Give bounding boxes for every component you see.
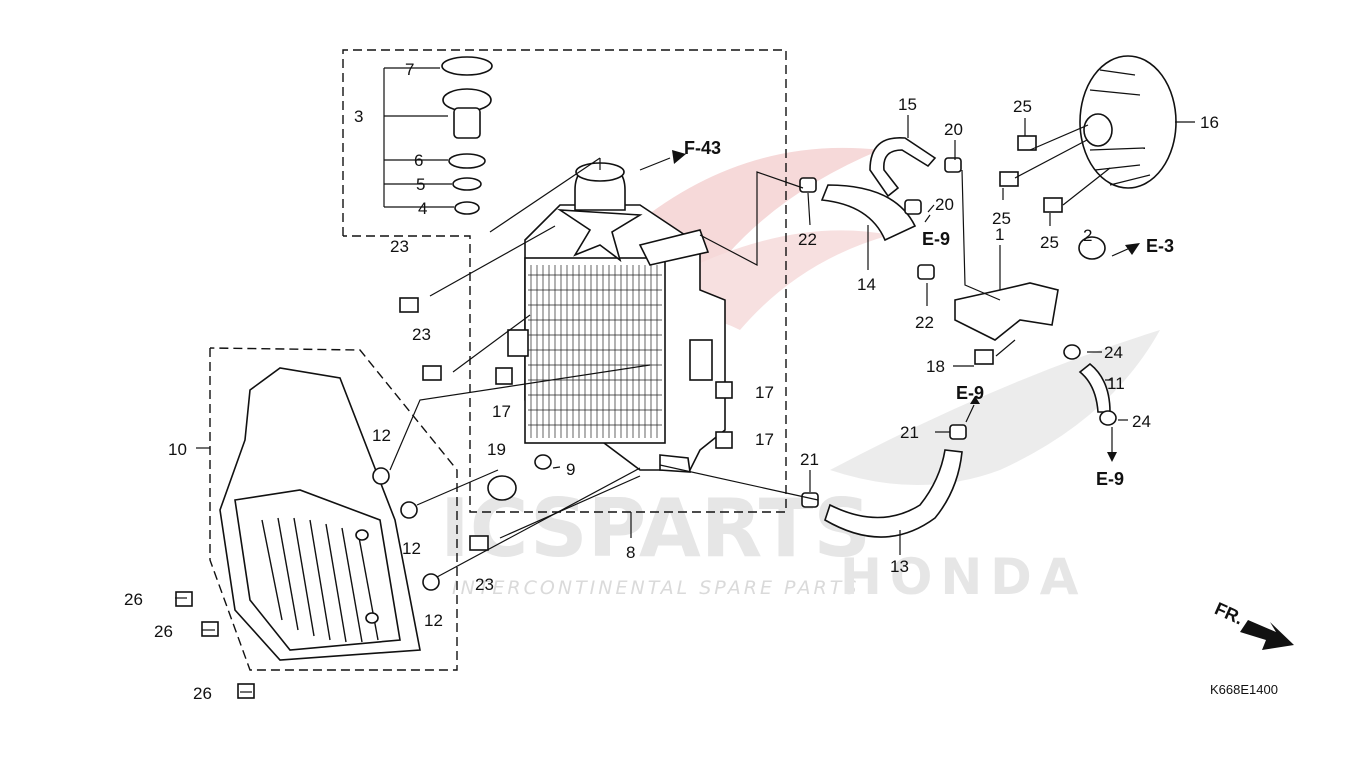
label-23-top: 23 [390, 237, 409, 256]
label-20-bottom: 20 [935, 195, 954, 214]
label-26-bottom: 26 [193, 684, 212, 703]
label-26-top: 26 [124, 590, 143, 609]
label-11: 11 [1107, 374, 1125, 393]
watermark-wing [830, 330, 1160, 485]
watermark-maker: HONDA [840, 548, 1086, 606]
pipe-1 [954, 282, 1059, 341]
ref-e9-upper: E-9 [922, 229, 950, 249]
label-6: 6 [414, 151, 423, 170]
hose-15 [869, 137, 937, 198]
label-19: 19 [487, 440, 506, 459]
seal-6 [448, 153, 486, 169]
oring-2 [1078, 236, 1106, 260]
reference-labels: F-43 E-3 E-9 E-9 E-9 [684, 138, 1174, 489]
label-24-bottom: 24 [1132, 412, 1151, 431]
diagram-code: K668E1400 [1210, 682, 1278, 697]
ref-e9-right: E-9 [1096, 469, 1124, 489]
shroud-group-outline [209, 347, 458, 671]
label-10: 10 [168, 440, 187, 459]
seal-4 [454, 201, 480, 215]
label-9: 9 [566, 460, 575, 479]
cap-stack [383, 56, 493, 215]
fan-16 [1079, 55, 1177, 189]
label-21-left: 21 [900, 423, 919, 442]
label-22-bottom: 22 [915, 313, 934, 332]
label-17-right-bottom: 17 [755, 430, 774, 449]
label-23-mid: 23 [412, 325, 431, 344]
radiator-core [528, 265, 662, 438]
cap-3-neck [453, 107, 481, 139]
label-22-top: 22 [798, 230, 817, 249]
label-25-bottom: 25 [1040, 233, 1059, 252]
label-13: 13 [890, 557, 909, 576]
ref-f43: F-43 [684, 138, 721, 158]
radiator-upper-outlet [638, 229, 710, 266]
label-17-left: 17 [492, 402, 511, 421]
shroud-10 [219, 367, 421, 661]
hose-13 [824, 449, 963, 538]
radiator-8 [507, 162, 726, 473]
label-7: 7 [405, 60, 414, 79]
label-15: 15 [898, 95, 917, 114]
label-3: 3 [354, 107, 363, 126]
label-12-mid: 12 [402, 539, 421, 558]
washer-7 [441, 56, 493, 76]
label-12-bottom: 12 [424, 611, 443, 630]
label-20-top: 20 [944, 120, 963, 139]
front-arrow-icon [1240, 620, 1294, 650]
radiator-group-outline [342, 49, 787, 513]
ref-e9-mid: E-9 [956, 383, 984, 403]
seal-5 [452, 177, 482, 191]
label-23-bottom: 23 [475, 575, 494, 594]
label-25-mid: 25 [992, 209, 1011, 228]
ref-e3: E-3 [1146, 236, 1174, 256]
label-1: 1 [995, 225, 1004, 244]
label-16: 16 [1200, 113, 1219, 132]
label-21-bottom: 21 [800, 450, 819, 469]
label-12-top: 12 [372, 426, 391, 445]
label-14: 14 [857, 275, 876, 294]
label-24-top: 24 [1104, 343, 1123, 362]
label-4: 4 [418, 199, 427, 218]
clips-and-bolts [175, 135, 1117, 699]
label-2: 2 [1083, 226, 1092, 245]
label-5: 5 [416, 175, 425, 194]
label-8: 8 [626, 543, 635, 562]
label-25-top: 25 [1013, 97, 1032, 116]
label-18: 18 [926, 357, 945, 376]
label-26-mid: 26 [154, 622, 173, 641]
front-marker: FR. [1212, 598, 1294, 650]
leader-lines [175, 115, 1195, 693]
front-marker-label: FR. [1212, 598, 1247, 628]
part-labels: 7 3 6 5 4 23 23 23 10 12 12 12 26 26 26 … [124, 60, 1219, 703]
watermark-tagline: INTERCONTINENTAL SPARE PARTS [452, 577, 859, 599]
label-17-right-top: 17 [755, 383, 774, 402]
radiator-lower-outlet [659, 454, 691, 473]
hose-14 [820, 184, 917, 242]
